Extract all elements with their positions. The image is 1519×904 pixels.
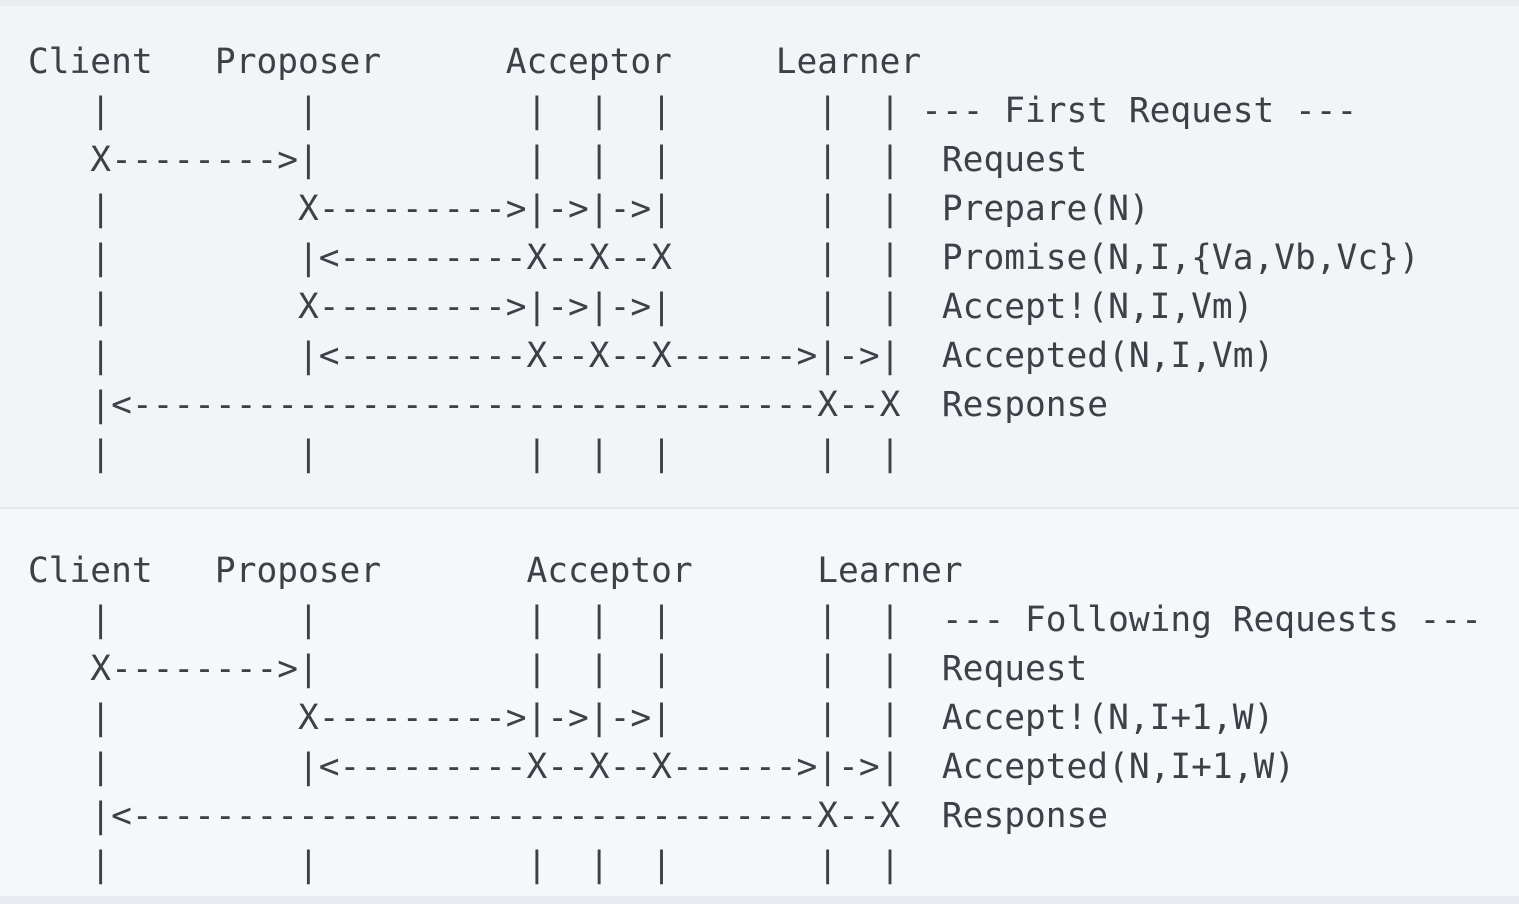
page-bottom-edge <box>0 896 1519 904</box>
first-request-sequence-diagram: Client Proposer Acceptor Learner | | | |… <box>0 6 1519 507</box>
block-divider <box>0 507 1519 509</box>
following-requests-sequence-diagram: Client Proposer Acceptor Learner | | | |… <box>0 509 1519 896</box>
